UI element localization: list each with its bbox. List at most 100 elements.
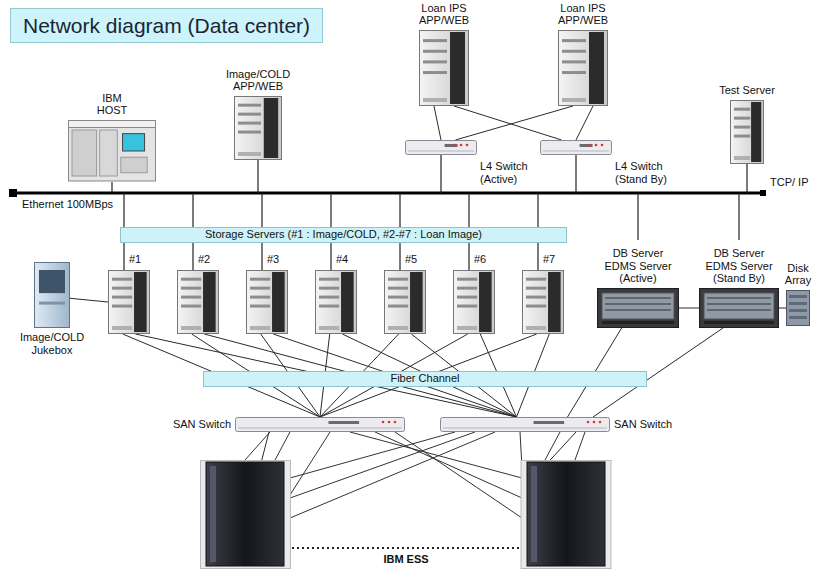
link-line bbox=[455, 106, 573, 140]
tower-base bbox=[388, 326, 408, 330]
tower-front bbox=[548, 272, 561, 332]
jukebox-slot bbox=[39, 302, 65, 305]
diagram-title: Network diagram (Data center) bbox=[11, 9, 322, 42]
drive-slot bbox=[526, 278, 546, 281]
status-led bbox=[595, 144, 598, 147]
drive-slot bbox=[250, 296, 270, 299]
switch-case bbox=[406, 141, 477, 155]
status-led bbox=[454, 144, 457, 147]
san-fan-line bbox=[290, 432, 475, 498]
tower-case bbox=[385, 271, 426, 334]
disk-slot bbox=[789, 316, 807, 319]
drive-slot bbox=[526, 296, 546, 299]
san-fan-line bbox=[290, 432, 495, 518]
tower-base bbox=[112, 326, 132, 330]
tower-case bbox=[247, 271, 288, 334]
drive-slot bbox=[112, 305, 132, 308]
drive-slot bbox=[457, 305, 477, 308]
tower-front bbox=[410, 272, 423, 332]
l4-switch-icon bbox=[540, 140, 612, 155]
node-label: #4 bbox=[336, 253, 348, 266]
disk-case bbox=[787, 291, 810, 326]
mainframe-host: IBM HOST bbox=[68, 120, 156, 182]
storage-server: #4 bbox=[315, 270, 357, 334]
node-label: #5 bbox=[405, 253, 417, 266]
tower-front bbox=[264, 98, 278, 158]
san-fan-line bbox=[350, 432, 522, 478]
switch-ports bbox=[445, 144, 458, 147]
storage-server: #7 bbox=[522, 270, 564, 334]
link-line bbox=[262, 432, 269, 460]
drive-slot bbox=[181, 305, 201, 308]
tower-base bbox=[423, 98, 447, 102]
band-label: Storage Servers (#1 : Image/COLD, #2-#7 … bbox=[121, 228, 566, 241]
disk-array: Disk Array bbox=[786, 290, 810, 326]
drive-slot bbox=[319, 305, 339, 308]
drive-slot bbox=[112, 278, 132, 281]
mainframe-host-icon bbox=[68, 120, 156, 182]
node-label: #2 bbox=[198, 253, 210, 266]
ess-cabinet-ground bbox=[201, 461, 291, 569]
tower-front bbox=[450, 32, 465, 104]
node-label: SAN Switch bbox=[173, 418, 231, 431]
drive-slot bbox=[526, 287, 546, 290]
drive-bay bbox=[605, 297, 671, 299]
ess-trim bbox=[210, 466, 216, 562]
bus-drop bbox=[746, 164, 747, 193]
drive-slot bbox=[423, 50, 447, 53]
drive-slot bbox=[423, 39, 447, 42]
disk-array-icon bbox=[786, 290, 810, 326]
status-led bbox=[599, 421, 602, 424]
bus-drop bbox=[575, 155, 576, 193]
bus-drop bbox=[738, 193, 739, 240]
jukebox-icon bbox=[34, 262, 70, 328]
drive-slot bbox=[562, 39, 586, 42]
tower-front bbox=[589, 32, 604, 104]
fiber-band: Fiber Channel bbox=[203, 371, 647, 387]
drive-slot bbox=[181, 287, 201, 290]
drive-slot bbox=[319, 278, 339, 281]
console-screen bbox=[123, 134, 145, 151]
san-fan-line bbox=[275, 432, 290, 460]
server-front bbox=[602, 293, 674, 319]
server-foot bbox=[704, 321, 774, 324]
jukebox-window bbox=[39, 270, 65, 293]
tower-case bbox=[420, 31, 469, 106]
tower-base bbox=[319, 326, 339, 330]
switch-edge bbox=[408, 151, 474, 152]
tower-front bbox=[751, 102, 761, 162]
storage-server-icon bbox=[246, 270, 288, 334]
l4-switch: L4 Switch (Stand By) bbox=[540, 140, 612, 155]
app-server-icon bbox=[419, 30, 469, 106]
drive-slot bbox=[238, 131, 261, 134]
drive-slot bbox=[112, 296, 132, 299]
storage-server-icon bbox=[453, 270, 495, 334]
drive-slot bbox=[388, 287, 408, 290]
link-line bbox=[434, 106, 441, 140]
node-label: Image/COLD APP/WEB bbox=[222, 68, 294, 93]
app-server-icon bbox=[234, 96, 282, 160]
server-foot bbox=[602, 321, 674, 324]
tower-base bbox=[526, 326, 546, 330]
drive-bay bbox=[707, 303, 771, 305]
tower-base bbox=[457, 326, 477, 330]
san-switch-icon bbox=[235, 417, 405, 432]
server-chassis bbox=[700, 289, 779, 328]
storage-server: #2 bbox=[177, 270, 219, 334]
storage-server: #1 bbox=[108, 270, 150, 334]
server-front bbox=[704, 293, 774, 319]
drive-bay bbox=[605, 303, 671, 305]
switch-edge bbox=[238, 428, 402, 429]
ess-link bbox=[292, 547, 520, 549]
bus-drop bbox=[440, 155, 441, 193]
jukebox-case bbox=[35, 263, 70, 328]
storage-server-icon bbox=[315, 270, 357, 334]
disk-slot bbox=[789, 302, 807, 305]
tower-base bbox=[181, 326, 201, 330]
drive-slot bbox=[388, 296, 408, 299]
drive-slot bbox=[319, 287, 339, 290]
ess-cabinet-ground bbox=[521, 461, 611, 569]
storage-band: Storage Servers (#1 : Image/COLD, #2-#7 … bbox=[120, 227, 567, 243]
